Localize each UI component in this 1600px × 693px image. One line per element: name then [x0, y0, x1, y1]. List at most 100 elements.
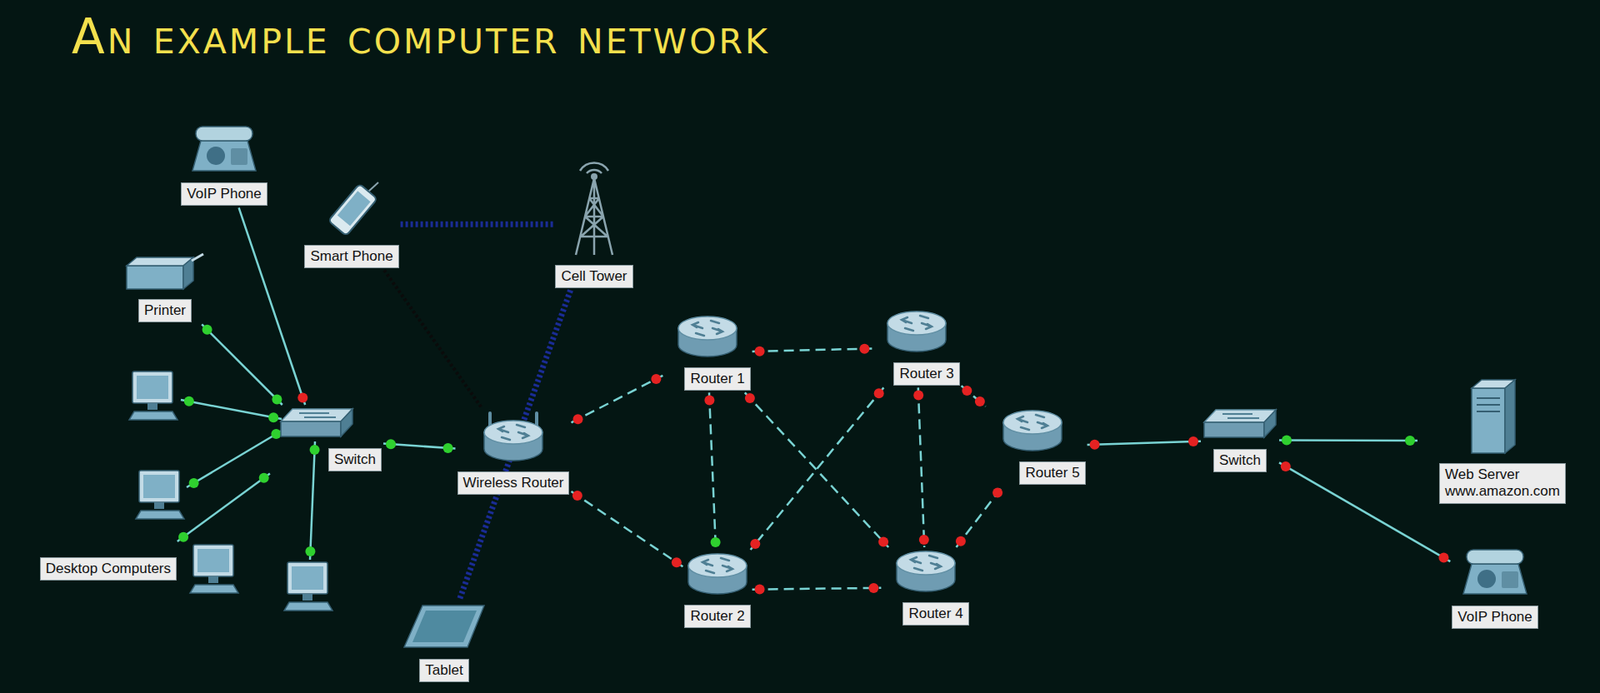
link-status-dot	[271, 395, 282, 405]
link-status-dot	[755, 346, 765, 357]
device-label-box: VoIP Phone	[1451, 605, 1539, 630]
link-status-dot	[859, 344, 870, 355]
wrouter-icon	[480, 410, 547, 464]
wireless-link	[400, 221, 555, 228]
icon-part	[484, 420, 543, 445]
device-label: Router 2	[690, 608, 745, 625]
icon-part	[197, 549, 230, 573]
device-icon	[1202, 407, 1278, 441]
icon-part	[132, 371, 173, 404]
link-status-dot	[745, 393, 755, 404]
icon-part	[1264, 410, 1276, 438]
device-icon	[685, 551, 750, 597]
wan-link	[750, 387, 885, 550]
link-status-dot	[671, 557, 682, 568]
router-icon	[1000, 408, 1065, 454]
device-label-box: Router 3	[893, 362, 960, 386]
icon-part	[147, 403, 158, 410]
wan-link	[571, 491, 684, 567]
device-icon	[885, 309, 949, 355]
link-status-dot	[750, 539, 760, 550]
device-icon	[1461, 545, 1529, 598]
diagram-title: An example computer network	[71, 8, 770, 65]
wan-link	[709, 392, 716, 550]
icon-part	[1505, 380, 1515, 454]
switch-icon	[279, 406, 355, 440]
network-device: Switch	[1202, 407, 1278, 473]
icon-part	[1476, 398, 1500, 412]
network-device: VoIP Phone	[180, 122, 268, 206]
tower-icon	[569, 160, 620, 257]
network-device: Desktop Computers	[40, 543, 240, 595]
desktop-icon	[135, 470, 185, 520]
icon-part	[126, 265, 184, 290]
icon-part	[498, 425, 529, 440]
icon-part	[1222, 414, 1260, 419]
link-status-dot	[992, 488, 1003, 499]
router-icon	[685, 551, 750, 597]
device-label-box: Router 5	[1019, 461, 1085, 485]
wireless-link	[459, 290, 571, 601]
link-status-dot	[650, 374, 661, 385]
device-label: Router 4	[908, 605, 963, 623]
network-link	[239, 207, 306, 405]
device-label-box: Router 2	[684, 605, 750, 629]
link-status-dot	[975, 396, 985, 407]
device-icon	[480, 410, 547, 464]
link-status-dot	[573, 414, 584, 425]
icon-part	[678, 316, 737, 340]
icon-part	[901, 315, 932, 331]
icon-part	[887, 311, 946, 335]
icon-part	[136, 375, 169, 400]
link-status-dot	[297, 393, 308, 404]
icon-part	[192, 140, 256, 171]
device-label-box: Desktop Computers	[40, 557, 177, 581]
icon-part	[193, 545, 234, 577]
link-status-dot	[1188, 436, 1199, 447]
wan-link	[956, 486, 1003, 548]
icon-part	[291, 566, 324, 590]
server-icon	[1468, 378, 1517, 455]
device-label: Web Server	[1445, 466, 1560, 484]
link-status-dot	[1280, 461, 1291, 472]
icon-part	[484, 420, 543, 461]
link-status-dot	[955, 536, 966, 547]
network-device: VoIP Phone	[1451, 545, 1539, 630]
network-device: Router 1	[664, 314, 750, 391]
icon-part	[143, 475, 175, 499]
device-icon	[188, 543, 240, 595]
link-status-dot	[202, 325, 213, 335]
router-icon	[675, 314, 740, 360]
wan-link	[918, 387, 925, 548]
link-status-dot	[874, 388, 885, 399]
desktop-icon	[129, 371, 178, 420]
device-icon	[1468, 378, 1517, 455]
icon-part	[1204, 422, 1265, 438]
link-status-dot	[755, 585, 765, 595]
device-label-box: Switch	[328, 448, 382, 472]
phone-icon	[190, 122, 258, 175]
icon-part	[1463, 564, 1527, 595]
link-status-dot	[572, 490, 583, 501]
link-status-dot	[305, 546, 315, 557]
icon-part	[208, 576, 219, 584]
link-status-dot	[259, 473, 270, 484]
link-status-dot	[1439, 553, 1450, 564]
link-status-dot	[310, 445, 320, 455]
smart-icon	[318, 180, 385, 237]
icon-part	[412, 610, 477, 643]
icon-part	[135, 510, 185, 520]
link-status-dot	[385, 439, 396, 450]
network-device: Web Serverwww.amazon.com	[1419, 378, 1566, 505]
network-link	[177, 473, 270, 542]
router-icon	[894, 549, 958, 595]
link-status-dot	[1090, 440, 1100, 450]
router-icon	[885, 309, 949, 355]
lan-wire	[310, 441, 315, 560]
device-icon	[402, 602, 486, 651]
icon-part	[1003, 410, 1062, 435]
icon-part	[328, 184, 378, 236]
network-link	[1279, 439, 1418, 442]
device-label: Cell Tower	[560, 268, 627, 285]
icon-part	[302, 594, 313, 601]
